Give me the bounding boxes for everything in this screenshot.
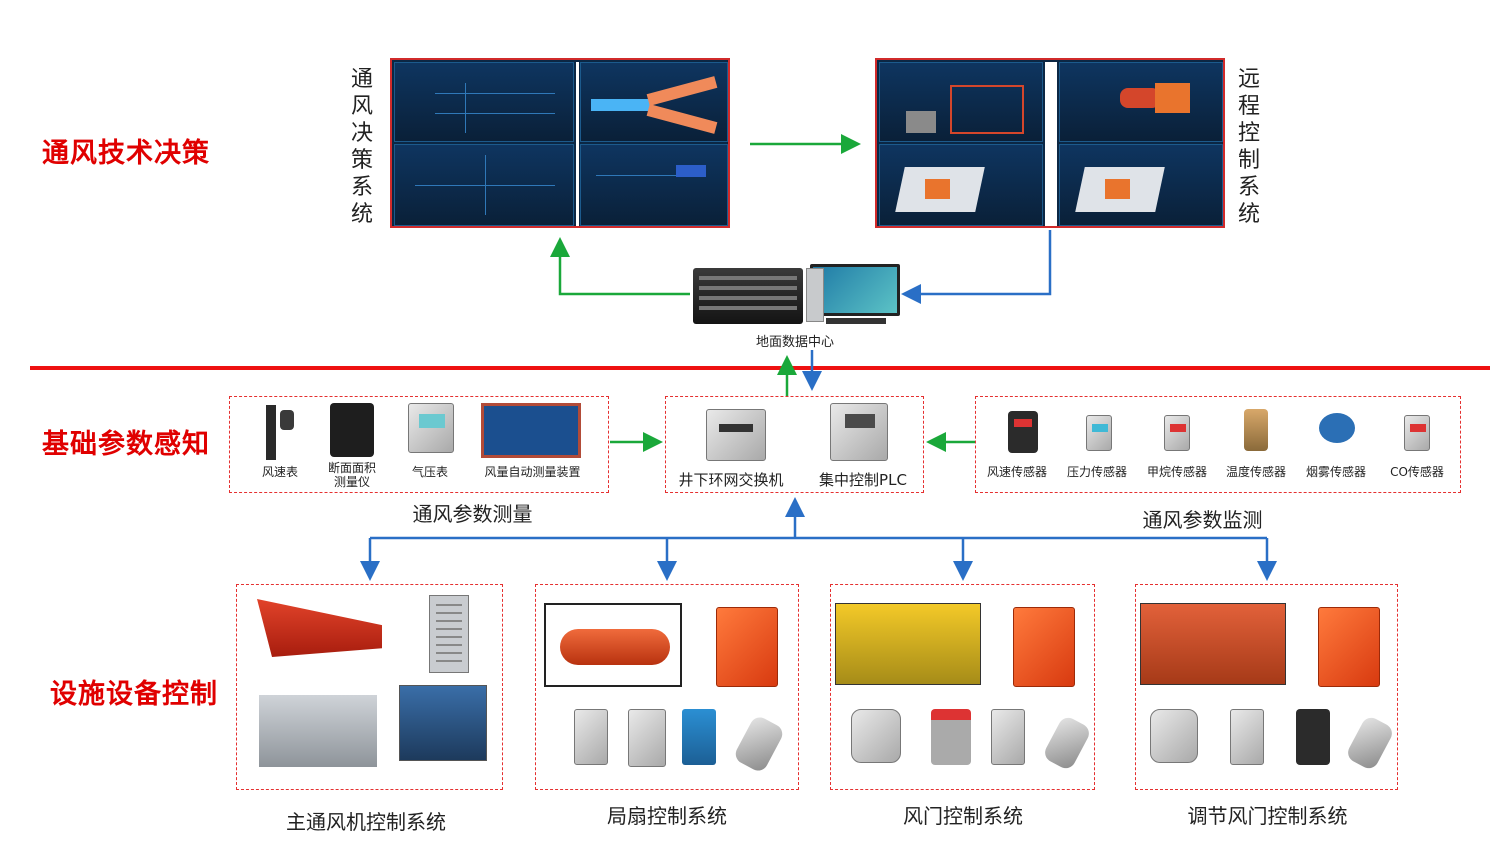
air-door-icon xyxy=(835,603,981,685)
section-area-meter-icon xyxy=(330,403,374,457)
measurement-item-label: 风量自动测量装置 xyxy=(484,465,581,479)
methane-sensor-icon xyxy=(1164,415,1190,451)
barometer-icon xyxy=(408,403,454,453)
camera-icon xyxy=(1344,714,1396,772)
main-fan-duct-icon xyxy=(257,599,382,657)
section-title-sensing: 基础参数感知 xyxy=(42,429,210,460)
main-fan-control-box xyxy=(236,584,503,790)
monitoring-item-label: 温度传感器 xyxy=(1225,465,1286,479)
air-volume-device-icon xyxy=(481,403,581,458)
smoke-sensor-icon xyxy=(1319,413,1355,443)
data-center-label: 地面数据中心 xyxy=(755,335,834,350)
control-room-icon xyxy=(399,685,487,761)
switch-label: 井下环网交换机 xyxy=(678,471,784,489)
decision-pane-3 xyxy=(394,144,574,226)
sensor-icon xyxy=(1230,709,1264,765)
keyboard-icon xyxy=(826,318,886,324)
wind-sensor-icon xyxy=(682,709,716,765)
section-title-decision: 通风技术决策 xyxy=(42,138,210,169)
remote-pane-3 xyxy=(879,144,1043,226)
monitoring-item-label: 烟雾传感器 xyxy=(1305,465,1366,479)
control-cabinet-icon xyxy=(429,595,469,673)
remote-pane-4 xyxy=(1059,144,1223,226)
control-system-caption: 局扇控制系统 xyxy=(607,804,727,828)
measurement-box: 风速表 断面面积测量仪 气压表 风量自动测量装置 xyxy=(229,396,609,493)
control-system-caption: 风门控制系统 xyxy=(903,804,1023,828)
decision-pane-4 xyxy=(580,144,728,226)
local-fan-frame xyxy=(544,603,682,687)
explosion-proof-switch-icon xyxy=(716,607,778,687)
control-system-caption: 主通风机控制系统 xyxy=(286,810,446,834)
wind-speed-sensor-icon xyxy=(1296,709,1330,765)
temperature-sensor-icon xyxy=(1244,409,1268,451)
measurement-item-label: 风速表 xyxy=(261,465,298,479)
sensor-icon xyxy=(628,709,666,767)
computer-tower-icon xyxy=(806,268,824,322)
decision-pane-1 xyxy=(394,62,574,142)
control-system-caption: 调节风门控制系统 xyxy=(1187,804,1348,828)
air-door-control-box xyxy=(830,584,1095,790)
decision-pane-2 xyxy=(580,62,728,142)
alarm-icon xyxy=(931,709,971,765)
pressure-sensor-icon xyxy=(1086,415,1112,451)
decision-system-label: 通风决策系统 xyxy=(350,67,373,227)
wind-speed-sensor-icon xyxy=(1008,411,1038,453)
sensor-icon xyxy=(851,709,901,763)
plc-controller-icon xyxy=(830,403,888,461)
local-fan-control-box xyxy=(535,584,799,790)
monitoring-item-label: 甲烷传感器 xyxy=(1146,465,1207,479)
measurement-item-label: 气压表 xyxy=(411,465,448,479)
decision-system-screen xyxy=(390,58,730,228)
measurement-caption: 通风参数测量 xyxy=(412,502,533,526)
sensor-icon xyxy=(991,709,1025,765)
plc-label: 集中控制PLC xyxy=(819,471,907,489)
anemometer-icon xyxy=(260,405,300,460)
network-box: 井下环网交换机 集中控制PLC xyxy=(665,396,924,493)
ring-network-switch-icon xyxy=(706,409,766,461)
adjustable-door-icon xyxy=(1140,603,1286,685)
measurement-item-label: 断面面积测量仪 xyxy=(327,461,376,489)
explosion-proof-switch-icon xyxy=(1013,607,1075,687)
remote-pane-1 xyxy=(879,62,1043,142)
co-sensor-icon xyxy=(1404,415,1430,451)
monitoring-caption: 通风参数监测 xyxy=(1142,508,1263,532)
remote-system-label: 远程控制系统 xyxy=(1237,67,1260,227)
sensor-icon xyxy=(1150,709,1198,763)
fan-installation-icon xyxy=(259,695,377,767)
monitoring-item-label: 风速传感器 xyxy=(986,465,1047,479)
camera-icon xyxy=(1041,714,1093,772)
server-rack-icon xyxy=(693,268,803,324)
monitoring-box: 风速传感器 压力传感器 甲烷传感器 温度传感器 烟雾传感器 CO传感器 xyxy=(975,396,1461,493)
section-title-control: 设施设备控制 xyxy=(50,679,218,710)
remote-control-screen xyxy=(875,58,1225,228)
explosion-proof-switch-icon xyxy=(1318,607,1380,687)
monitoring-item-label: CO传感器 xyxy=(1390,465,1444,479)
remote-pane-2 xyxy=(1059,62,1223,142)
camera-icon xyxy=(732,713,786,775)
methane-sensor-icon xyxy=(574,709,608,765)
monitoring-item-label: 压力传感器 xyxy=(1066,465,1127,479)
adjustable-door-control-box xyxy=(1135,584,1398,790)
